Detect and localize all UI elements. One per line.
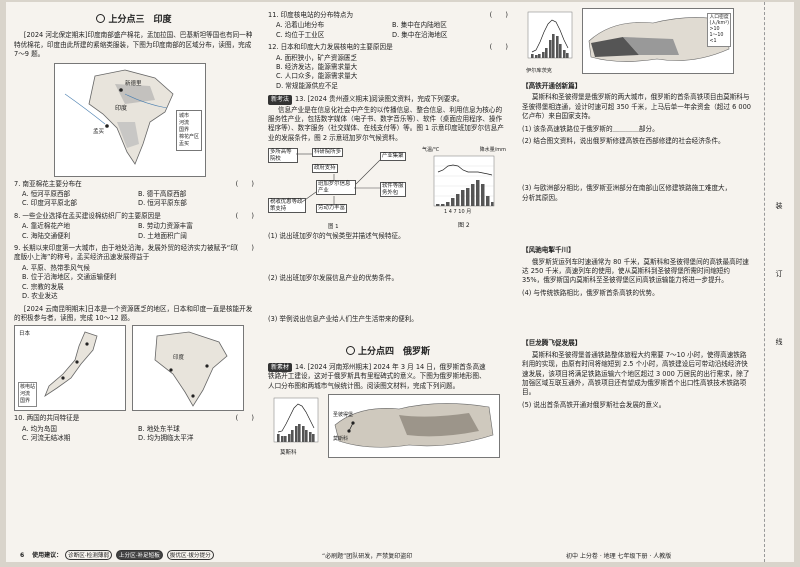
india-map-legend: 城市 河流 国界 棉花产区 盂买 <box>175 109 202 151</box>
paragraph-innovation: 莫斯科和圣彼得堡是俄罗斯的两大城市，俄罗斯的首条高铁项目由莫斯科与圣彼得堡相连通… <box>522 93 751 121</box>
footer-right: 初中 上分卷 · 地理 七年级下册 · 人教版 <box>566 553 672 560</box>
india-map-svg <box>64 69 174 165</box>
heading-speed: 【风驰电掣千川】 <box>522 246 575 255</box>
pin-icon <box>96 14 106 23</box>
heading-innovation: 【高铁开通创新篇】 <box>522 82 582 90</box>
japan-map-svg <box>44 331 98 398</box>
section-india-title: 上分点三 印度 <box>14 14 254 25</box>
question-12-option-b: B. 经济发达，能源需求量大 <box>276 63 358 72</box>
footer-middle: “必刷题”团队研发，严禁复印盗印 <box>322 553 413 560</box>
india-map: 印度 孟买 新德里 城市 河流 国界 棉花产区 盂买 <box>54 62 206 177</box>
answer-space <box>522 299 752 335</box>
japan-map-legend: 核电站 河流 国界 <box>18 382 38 408</box>
paragraph-speed: 俄罗斯货运列车时速通常为 80 千米，莫斯科和圣彼得堡间的高铁最高时速达 250… <box>522 257 749 285</box>
irkutsk-climate-chart: 伊尔库茨克 <box>522 8 578 78</box>
moscow-climate-chart: 莫斯科 <box>268 394 324 458</box>
binding-margin: 装 订 线 <box>764 2 793 562</box>
question-9-option-b: B. 位于沿海地区，交通运输便利 <box>22 273 117 282</box>
question-12: 12. 日本和印度大力发展核电的主要原因是( ) <box>268 43 508 52</box>
russia-terrain-map: 莫斯科 圣彼得堡 <box>328 394 500 459</box>
question-9-option-c: C. 宗教的发展 <box>22 282 64 291</box>
russia-top-figures: 伊尔库茨克 人口密度 (人/km²) >10 1～10 <1 <box>522 8 752 78</box>
question-12-option-a: A. 面积狭小，矿产资源匮乏 <box>276 53 358 62</box>
russia-terrain-svg <box>334 403 494 448</box>
question-13-sub-3: (3) 举例说出信息产业给人们生产生活带来的便利。 <box>268 315 418 324</box>
question-9: 9. 长期以来印度第一大城市，由于地处沿海，发展外贸的经济实力被赋予“印度版小上… <box>14 244 254 262</box>
question-14-sub-2: (2) 结合图文资料，说出俄罗斯修建高铁在西部修建的社会经济条件。 <box>522 137 725 146</box>
question-13-sub-1: (1) 说出班加罗尔的气候类型并描述气候特征。 <box>268 232 405 241</box>
footer-left: 6 使用建议： 诊断区·检测薄弱 上分区·补足短板 拔优区·拔分提分 <box>20 550 215 560</box>
column-right: 伊尔库茨克 人口密度 (人/km²) >10 1～10 <1 【高铁开通创新篇】… <box>522 8 752 411</box>
flow-diagram: 多所高等院校 科研院所多 政府支持 产业集聚 班加罗尔信息产业 软件等服务外包 … <box>268 146 416 230</box>
question-14-sub-3: (3) 与欧洲部分相比，俄罗斯亚洲部分在南部山区修建铁路施工难度大，分析其原因。 <box>522 184 732 202</box>
question-14-sub-1: (1) 该条高速铁路位于俄罗斯的＿＿＿＿部分。 <box>522 124 659 133</box>
question-10: 10. 两国的共同特征是( ) <box>14 414 254 423</box>
question-11: 11. 印度核电站的分布特点为( ) <box>268 11 508 19</box>
question-7: 7. 南亚棉花主要分布在( ) <box>14 179 254 188</box>
question-13-text: 信息产业是在信息化社会中产生的以传播信息、整合信息、利用信息为核心的服务性产业，… <box>268 105 504 142</box>
question-12-option-c: C. 人口众多，能源需求量大 <box>276 72 358 81</box>
population-legend: 人口密度 (人/km²) >10 1～10 <1 <box>707 13 731 47</box>
question-14-sub-5: (5) 说出首条高铁开通对俄罗斯社会发展的意义。 <box>522 400 666 409</box>
paragraph-development: 莫斯科和圣彼得堡普通铁路整体旅程大约需要 7～10 小时，使得高速铁路利用的实现… <box>522 350 750 397</box>
answer-space <box>522 147 752 181</box>
answer-space <box>268 284 508 312</box>
pin-icon <box>345 345 355 355</box>
india-nuclear-map-svg <box>154 331 228 408</box>
russia-figures: 莫斯科 莫斯科 圣彼得堡 <box>268 394 508 459</box>
question-9-option-a: A. 平原、热带季风气候 <box>22 263 90 272</box>
russia-population-map: 人口密度 (人/km²) >10 1～10 <1 <box>582 8 734 74</box>
question-9-option-d: D. 农业发达 <box>22 292 58 301</box>
question-12-option-d: D. 常规能源供应不足 <box>276 81 339 90</box>
answer-space <box>268 243 508 271</box>
section-russia-title: 上分点四 俄罗斯 <box>268 345 508 357</box>
flow-arrows <box>296 153 381 205</box>
column-left: 上分点三 印度 [2024 河北保定期末]印度南部盛产棉花，盂加拉国、巴基斯坦等… <box>14 8 254 444</box>
india-nuclear-map: 印度 <box>132 325 244 412</box>
question-13-figures: 多所高等院校 科研院所多 政府支持 产业集聚 班加罗尔信息产业 软件等服务外包 … <box>268 146 508 230</box>
intro-japan-india: [2024 云南昆明期末]日本是一个资源匮乏的地区，日本和印度一直是核能开发的积… <box>14 304 253 322</box>
russia-population-svg <box>588 17 730 62</box>
japan-india-maps: 日本 核电站 河流 国界 印度 <box>14 325 254 412</box>
intro-india: [2024 河北保定期末]印度南部盛产棉花，盂加拉国、巴基斯坦等国也有同一种特优… <box>14 31 253 59</box>
moscow-climate-svg <box>273 397 319 443</box>
exam-page: 上分点三 印度 [2024 河北保定期末]印度南部盛产棉花，盂加拉国、巴基斯坦等… <box>6 2 794 562</box>
answer-space <box>522 204 752 242</box>
bangalore-climate-chart: 气温/℃ 降水量/mm 1 4 7 10 月 图 2 <box>422 147 506 229</box>
heading-development: 【巨龙腾飞促发展】 <box>522 339 582 348</box>
question-13-sub-2: (2) 说出班加罗尔发展信息产业的优势条件。 <box>268 273 399 282</box>
japan-map: 日本 核电站 河流 国界 <box>14 325 126 412</box>
irkutsk-climate-svg <box>527 11 573 59</box>
answer-space <box>268 326 508 340</box>
question-8: 8. 一些企业选择在孟买建设棉纺织厂的主要原因是( ) <box>14 211 254 220</box>
question-14-sub-4: (4) 与传统铁路相比，俄罗斯首条高铁的优势。 <box>522 288 659 297</box>
bangalore-climate-svg <box>433 156 495 207</box>
